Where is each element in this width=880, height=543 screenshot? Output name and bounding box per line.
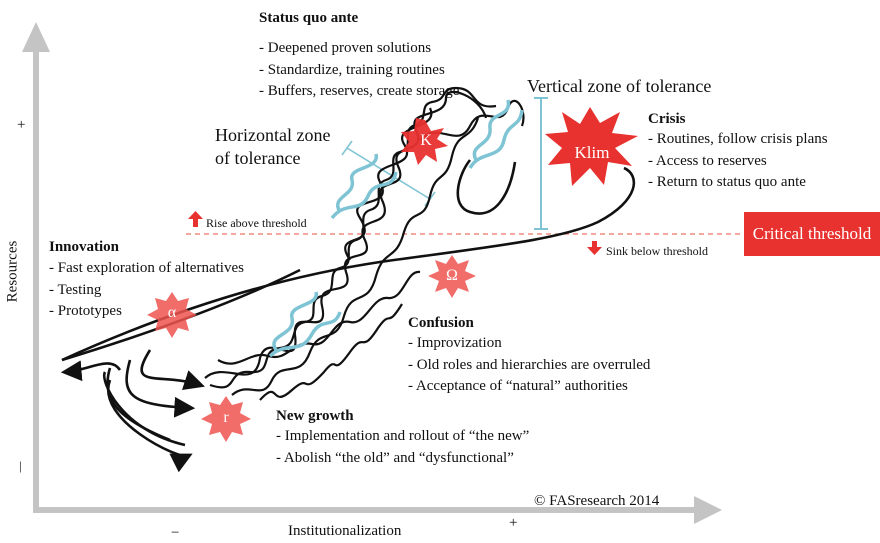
x-plus-tick: + — [509, 514, 517, 533]
crisis-list: - Routines, follow crisis plans - Access… — [648, 129, 828, 194]
innovation-item: - Fast exploration of alternatives — [49, 258, 244, 280]
star-omega-label: Ω — [440, 267, 464, 285]
y-plus-tick: + — [17, 116, 25, 135]
innovation-list: - Fast exploration of alternatives - Tes… — [49, 258, 244, 323]
new-growth-list: - Implementation and rollout of “the new… — [276, 426, 529, 469]
status-quo-title: Status quo ante — [259, 9, 358, 28]
innovation-title: Innovation — [49, 238, 119, 257]
confusion-item: - Acceptance of “natural” authorities — [408, 376, 650, 398]
new-growth-item: - Implementation and rollout of “the new… — [276, 426, 529, 448]
rise-arrow-icon — [188, 211, 203, 227]
horizontal-zone-label-line2: of tolerance — [215, 147, 300, 170]
crisis-item: - Return to status quo ante — [648, 172, 828, 194]
x-axis-label: Institutionalization — [288, 522, 401, 541]
star-alpha-label: α — [160, 304, 184, 322]
status-quo-item: - Deepened proven solutions — [259, 38, 459, 60]
star-k-label: K — [414, 132, 438, 150]
copyright-text: © FASresearch 2014 — [534, 492, 659, 511]
status-quo-item: - Standardize, training routines — [259, 60, 459, 82]
innovation-item: - Testing — [49, 280, 244, 302]
critical-threshold-badge: Critical threshold — [744, 212, 880, 256]
new-growth-title: New growth — [276, 407, 354, 426]
y-axis-label: Resources — [3, 241, 22, 303]
confusion-title: Confusion — [408, 314, 474, 333]
status-quo-item: - Buffers, reserves, create storage — [259, 81, 459, 103]
vertical-zone-label: Vertical zone of tolerance — [527, 75, 711, 97]
innovation-item: - Prototypes — [49, 301, 244, 323]
sink-arrow-icon — [587, 241, 602, 255]
y-minus-tick: | — [19, 456, 22, 475]
crisis-title: Crisis — [648, 110, 686, 129]
x-axis-arrow-icon — [694, 496, 722, 524]
sink-threshold-label: Sink below threshold — [606, 242, 708, 261]
rise-threshold-label: Rise above threshold — [206, 214, 307, 233]
confusion-item: - Improvization — [408, 333, 650, 355]
x-minus-tick: − — [171, 524, 179, 543]
star-klim-label: Klim — [570, 143, 614, 163]
new-growth-item: - Abolish “the old” and “dysfunctional” — [276, 448, 529, 470]
y-axis-arrow-icon — [22, 22, 50, 52]
status-quo-list: - Deepened proven solutions - Standardiz… — [259, 38, 459, 103]
star-r-label: r — [214, 409, 238, 427]
vertical-zone-bracket — [534, 98, 548, 229]
crisis-item: - Access to reserves — [648, 151, 828, 173]
confusion-item: - Old roles and hierarchies are overrule… — [408, 355, 650, 377]
crisis-item: - Routines, follow crisis plans — [648, 129, 828, 151]
confusion-list: - Improvization - Old roles and hierarch… — [408, 333, 650, 398]
horizontal-zone-label-line1: Horizontal zone — [215, 124, 330, 147]
